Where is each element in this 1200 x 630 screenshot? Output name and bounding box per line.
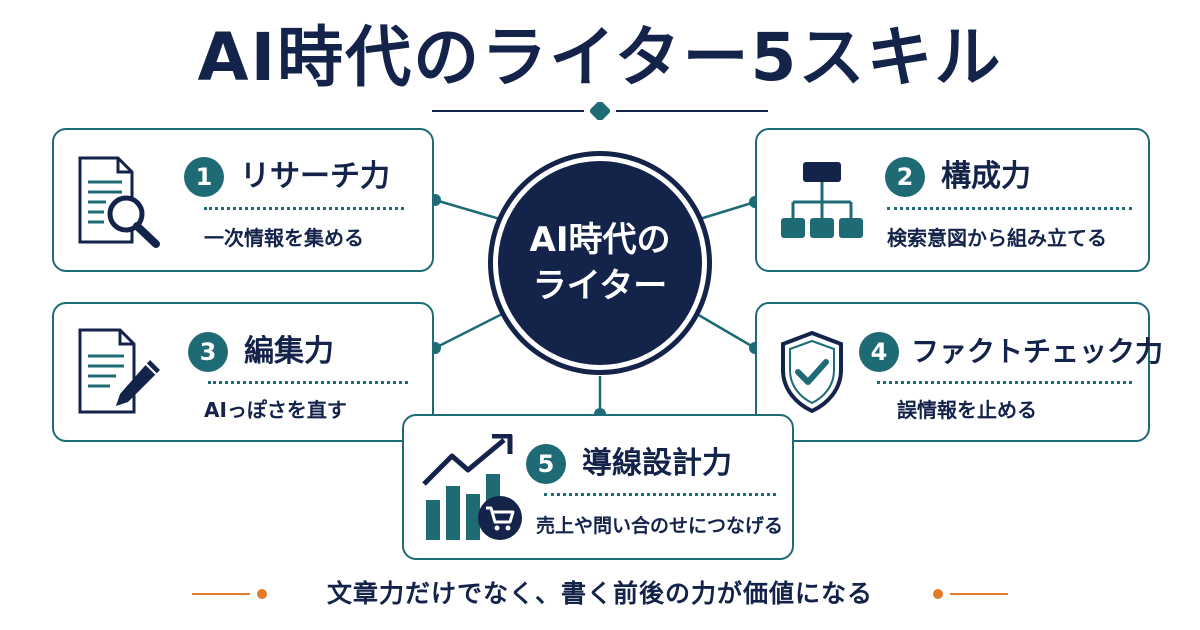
skill-number-badge: 2 — [885, 157, 925, 197]
dotted-divider — [877, 381, 1132, 384]
shield-check-icon — [781, 330, 843, 414]
hub-line-2: ライター — [532, 266, 668, 306]
dotted-divider — [208, 381, 408, 384]
title-divider — [432, 102, 768, 120]
dotted-divider — [544, 493, 776, 496]
skill-card-funnel-design: 5 導線設計力 売上や問い合のせにつなげる — [402, 414, 794, 560]
footer-message: 文章力だけでなく、書く前後の力が価値になる — [0, 574, 1200, 614]
skill-card-structure: 2 構成力 検索意図から組み立てる — [755, 128, 1150, 272]
skill-description: 検索意図から組み立てる — [887, 226, 1107, 250]
skill-number-badge: 3 — [188, 332, 228, 372]
skill-number-badge: 1 — [184, 157, 224, 197]
footer-text: 文章力だけでなく、書く前後の力が価値になる — [326, 579, 873, 608]
dotted-divider — [887, 207, 1132, 210]
page-title: AI時代のライター5スキル — [197, 19, 1003, 96]
skill-card-editing: 3 編集力 AIっぽさを直す — [52, 302, 434, 442]
footer-left-ornament — [192, 589, 267, 599]
document-search-icon — [78, 156, 160, 248]
central-hub: AI時代の ライター — [493, 156, 707, 370]
skill-description: 誤情報を止める — [897, 398, 1037, 422]
hub-line-1: AI時代の — [529, 220, 671, 260]
dotted-divider — [204, 207, 404, 210]
chart-cart-icon — [422, 434, 522, 540]
skill-number-badge: 4 — [859, 332, 899, 372]
skill-card-research: 1 リサーチ力 一次情報を集める — [52, 128, 434, 272]
skill-label: 導線設計力 — [582, 446, 732, 481]
skill-number-badge: 5 — [526, 444, 566, 484]
skill-label: リサーチ力 — [240, 159, 390, 194]
skill-description: 一次情報を集める — [204, 226, 364, 250]
skill-description: AIっぽさを直す — [204, 398, 347, 422]
skill-card-fact-check: 4 ファクトチェック力 誤情報を止める — [755, 302, 1163, 442]
document-pen-icon — [78, 328, 160, 414]
skill-label: 構成力 — [941, 159, 1031, 194]
skill-label: ファクトチェック力 — [911, 335, 1164, 368]
footer-right-ornament — [933, 589, 1008, 599]
hierarchy-icon — [781, 162, 863, 238]
skill-label: 編集力 — [244, 334, 334, 369]
skill-description: 売上や問い合のせにつなげる — [536, 515, 784, 537]
